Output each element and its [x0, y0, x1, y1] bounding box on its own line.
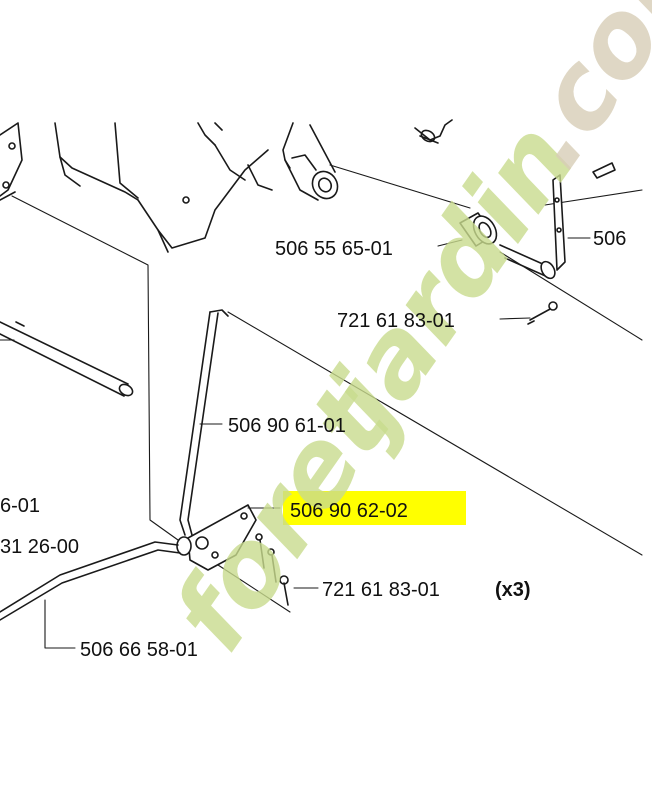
cable-506-66-58-01: [0, 541, 181, 621]
rod-506-90-61-01: [179, 309, 229, 536]
label-506-90-62-02: 506 90 62-02: [290, 500, 408, 522]
label-quantity-x3: (x3): [495, 579, 531, 601]
watermark: foret jardin .com: [149, 0, 652, 672]
leader-lines: [0, 237, 591, 649]
lever-piece: [552, 162, 616, 271]
small-pin: [527, 301, 558, 325]
part-labels: 506 506 55 65-01 721 61 83-01 506 90 61-…: [0, 228, 626, 661]
label-506-55-65-01: 506 55 65-01: [275, 238, 393, 260]
left-plate: [0, 122, 23, 201]
label-721-61-83-01-bottom: 721 61 83-01: [322, 579, 440, 601]
cotter-pins: [217, 533, 291, 613]
pivot-shaft: [282, 122, 339, 201]
label-506-90-61-01: 506 90 61-01: [228, 415, 346, 437]
bushing-506-55-65-01: [459, 212, 556, 280]
clip: [414, 119, 453, 144]
left-rod: [0, 321, 134, 397]
label-721-61-83-01-top: 721 61 83-01: [337, 310, 455, 332]
frame-lines: [11, 164, 643, 556]
label-6-01: 6-01: [0, 495, 40, 517]
plate-506-90-62-02: [176, 504, 257, 571]
frame-bracket: [54, 122, 273, 253]
highlight-box: [283, 491, 466, 525]
label-506: 506: [593, 228, 626, 250]
label-31-26-00: 31 26-00: [0, 536, 79, 558]
label-506-66-58-01: 506 66 58-01: [80, 639, 198, 661]
